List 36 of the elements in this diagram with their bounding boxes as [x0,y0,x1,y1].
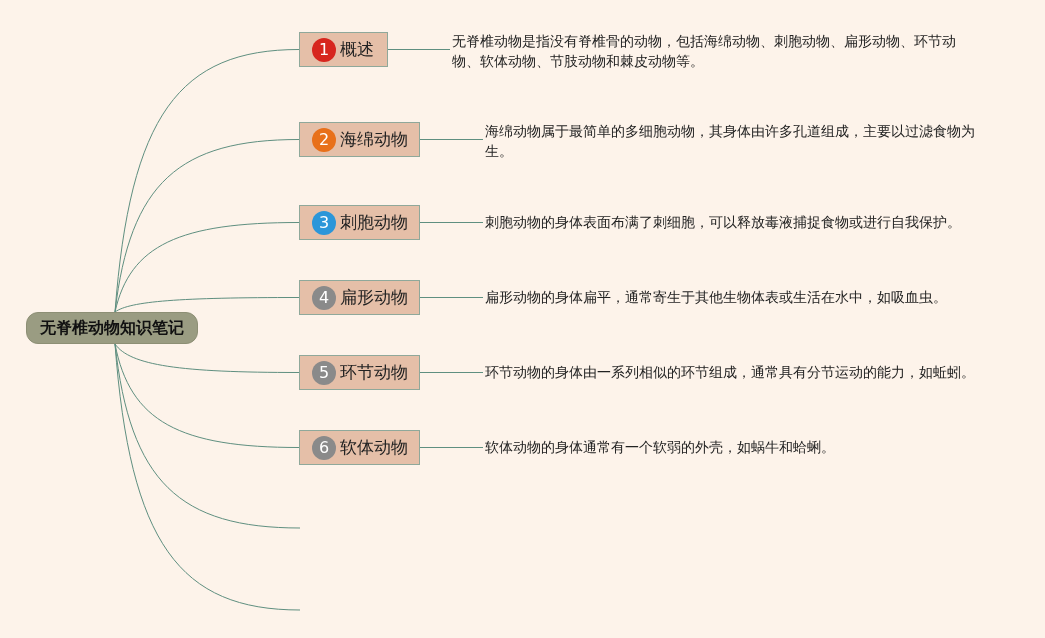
topic-label: 扁形动物 [340,286,408,309]
note-text: 海绵动物属于最简单的多细胞动物，其身体由许多孔道组成，主要以过滤食物为生。 [485,121,985,161]
topic-label: 环节动物 [340,361,408,384]
central-topic: 无脊椎动物知识笔记 [26,312,198,344]
note-text: 环节动物的身体由一系列相似的环节组成，通常具有分节运动的能力，如蚯蚓。 [485,362,985,384]
topic-box [299,205,420,240]
topic-label: 概述 [340,38,374,61]
topic-box [299,430,420,465]
connector-line [114,297,300,313]
connector-line [114,343,300,373]
topic-box [299,32,388,67]
connector-line [387,49,451,50]
number-badge: 6 [312,435,336,460]
connector-line [419,372,484,373]
connector-line [419,297,484,298]
connector-line [419,139,484,140]
note-text: 无脊椎动物是指没有脊椎骨的动物，包括海绵动物、刺胞动物、扁形动物、环节动物、软体动物、节肢动物和棘皮动物等。 [452,31,962,71]
topic-label: 刺胞动物 [340,211,408,234]
number-badge: 1 [312,37,336,62]
topic-box [299,355,420,390]
connector-line [114,222,300,313]
number-badge: 2 [312,127,336,152]
topic-label: 海绵动物 [340,128,408,151]
note-text: 刺胞动物的身体表面布满了刺细胞，可以释放毒液捕捉食物或进行自我保护。 [485,212,985,234]
topic-box [299,122,420,157]
connector-line [419,222,484,223]
connector-line [419,447,484,448]
topic-box [299,280,420,315]
number-badge: 4 [312,285,336,310]
connector-line [114,343,301,611]
connector-line [114,49,300,313]
note-text: 扁形动物的身体扁平，通常寄生于其他生物体表或生活在水中，如吸血虫。 [485,287,985,309]
number-badge: 5 [312,360,336,385]
number-badge: 3 [312,210,336,235]
topic-label: 软体动物 [340,436,408,459]
note-text: 软体动物的身体通常有一个软弱的外壳，如蜗牛和蛤蜊。 [485,437,985,459]
